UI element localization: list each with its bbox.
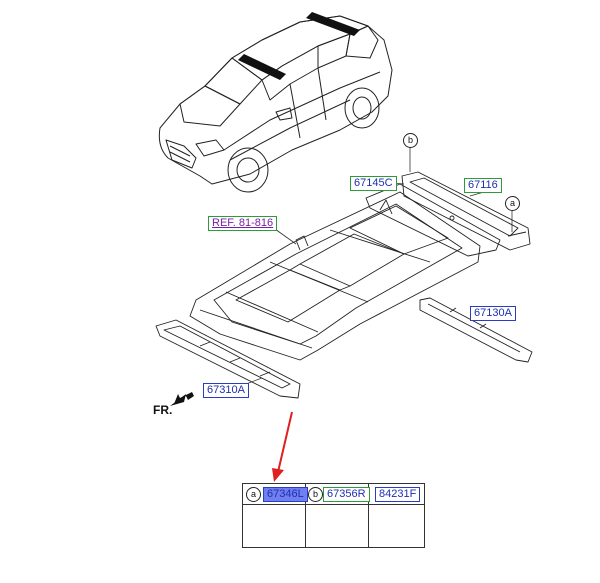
table-cell-a: a 67346L xyxy=(243,484,308,547)
table-cell-c: 84231F xyxy=(369,484,424,547)
parts-table: a 67346L b 67356R 84231F xyxy=(242,483,425,548)
front-header-part xyxy=(155,319,301,399)
part-label-67130a[interactable]: 67130A xyxy=(470,306,516,321)
part-label-67145c[interactable]: 67145C xyxy=(350,176,397,191)
reference-label-81-816[interactable]: REF. 81-816 xyxy=(208,216,278,231)
front-direction-label: FR. xyxy=(153,403,173,417)
callout-a: a xyxy=(505,196,520,211)
callout-b: b xyxy=(403,133,418,148)
red-pointer-arrow xyxy=(272,411,293,482)
roof-frame xyxy=(189,191,481,361)
front-direction-arrow xyxy=(170,392,194,406)
side-rail-part xyxy=(419,297,533,363)
part-label-67116[interactable]: 67116 xyxy=(464,178,502,193)
part-label-67346l[interactable]: 67346L xyxy=(263,487,308,502)
table-cell-header: a 67346L xyxy=(243,484,308,505)
callout-a: a xyxy=(246,487,261,502)
callout-b: b xyxy=(308,487,323,502)
part-label-67356r[interactable]: 67356R xyxy=(323,487,370,502)
table-cell-header: 84231F xyxy=(369,484,424,505)
part-label-67310a[interactable]: 67310A xyxy=(203,383,249,398)
table-cell-header: b 67356R xyxy=(305,484,370,505)
table-cell-b: b 67356R xyxy=(305,484,370,547)
part-label-84231f[interactable]: 84231F xyxy=(375,487,421,502)
car-roof-highlight xyxy=(238,12,360,80)
car-illustration xyxy=(158,15,393,193)
